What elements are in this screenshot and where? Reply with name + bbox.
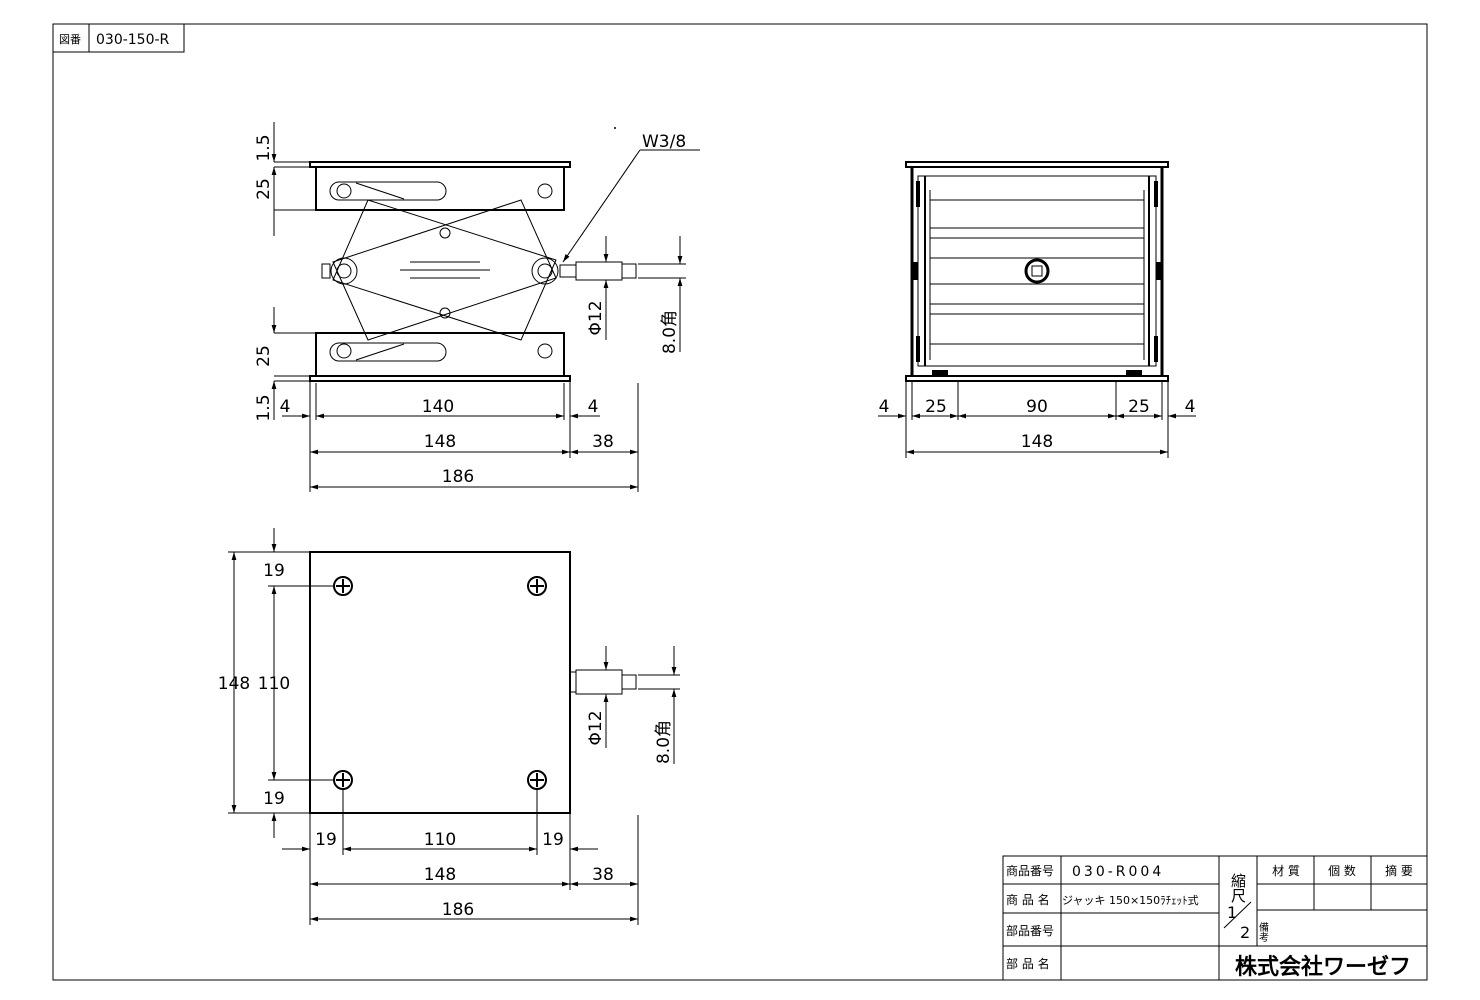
dim-shaft-diameter: Φ12 [586,300,606,335]
square-end [621,263,637,279]
thread-callout: W3/8 [642,132,686,152]
product-name: ジャッキ 150×150ﾗﾁｪｯﾄ式 [1062,894,1199,907]
dim-handle-length: 38 [592,432,614,452]
summary-label: 摘 要 [1385,863,1413,878]
dim-top-overall-height: 148 [218,674,250,694]
dim-inner-width: 140 [422,397,454,417]
dim-front-right-outer: 4 [1185,397,1196,417]
mounting-hole-bottom-left [333,770,353,790]
dim-front-center: 90 [1026,397,1048,417]
part-name-label: 部 品 名 [1006,956,1050,971]
bottom-fixed-pin [537,343,553,359]
scale-numerator: 1 [1227,903,1237,922]
dim-bottom-plate: 1.5 [254,394,274,421]
dim-total-width: 186 [442,467,474,487]
top-fixed-pin [537,183,553,199]
bottom-slot [329,342,447,362]
front-shaft-end [1024,258,1050,284]
top-view-handle [575,669,623,695]
dim-top-shaft-diameter: Φ12 [586,710,606,745]
company-name: 株式会社ワーゼフ [1235,954,1411,980]
top-view-square-end [621,674,637,690]
dim-top-handle-length: 38 [592,865,614,885]
dim-right-offset: 4 [588,397,599,417]
front-top-plate [905,161,1169,168]
front-bottom-plate [905,375,1169,382]
arm-center-pin-bottom [439,307,451,319]
right-pivot [531,257,559,285]
front-view: 4 25 90 25 4 148 [878,161,1196,458]
left-pivot [330,257,358,285]
handle-shaft [575,261,623,281]
scale-denominator: 2 [1240,923,1250,942]
dim-top-margin: 19 [263,561,285,581]
product-number: 030-R004 [1072,864,1164,880]
top-view: 148 19 110 19 Φ12 8.0角 19 110 19 148 38 … [218,528,680,925]
dim-hole-pitch-vertical: 110 [258,674,290,694]
dim-top-total-width: 186 [442,900,474,920]
mounting-hole-top-right [527,576,547,596]
dim-top-overall-width: 148 [424,865,456,885]
top-slot [329,181,447,201]
dim-top-plate: 1.5 [254,134,274,161]
product-number-label: 商品番号 [1006,863,1054,878]
top-slider-pin [336,183,352,199]
dim-left-margin: 19 [315,830,337,850]
dim-hole-pitch-horizontal: 110 [424,830,456,850]
scissor-arm-lower [332,199,557,341]
dim-overall-width: 148 [424,432,456,452]
dim-bottom-block: 25 [254,345,274,367]
sheet-border [52,23,1428,981]
front-square-end [1031,265,1043,277]
remarks-label: 備考 [1257,921,1269,943]
top-block [315,166,565,211]
drawing-number-box: 図番 030-150-R [52,23,185,53]
material-label: 材 質 [1272,863,1300,878]
title-block: 商品番号 030-R004 商 品 名 ジャッキ 150×150ﾗﾁｪｯﾄ式 部… [1002,855,1428,981]
dim-right-margin: 19 [542,830,564,850]
bottom-slider-pin [336,343,352,359]
part-number-label: 部品番号 [1006,923,1054,938]
dim-square-end: 8.0角 [660,310,680,354]
mounting-hole-bottom-right [527,770,547,790]
dim-front-left-block: 25 [925,397,947,417]
dim-top-square-end: 8.0角 [654,720,674,764]
drawing-number-value: 030-150-R [96,32,170,48]
dim-left-offset: 4 [280,397,291,417]
bottom-block [315,332,565,377]
dim-top-block: 25 [254,178,274,200]
product-name-label: 商 品 名 [1006,892,1050,907]
dim-bottom-margin: 19 [263,789,285,809]
side-view: W3/8 1.5 25 25 1.5 Φ12 8.0角 4 [254,122,700,492]
scale-label: 縮尺 [1229,873,1247,903]
dim-front-left-outer: 4 [879,397,890,417]
dim-front-overall: 148 [1021,432,1053,452]
arm-center-pin-top [439,227,451,239]
drawing-number-label: 図番 [59,33,81,46]
mounting-hole-top-left [333,576,353,596]
dim-front-right-block: 25 [1128,397,1150,417]
screw-shaft [559,264,577,278]
quantity-label: 個 数 [1328,863,1356,878]
